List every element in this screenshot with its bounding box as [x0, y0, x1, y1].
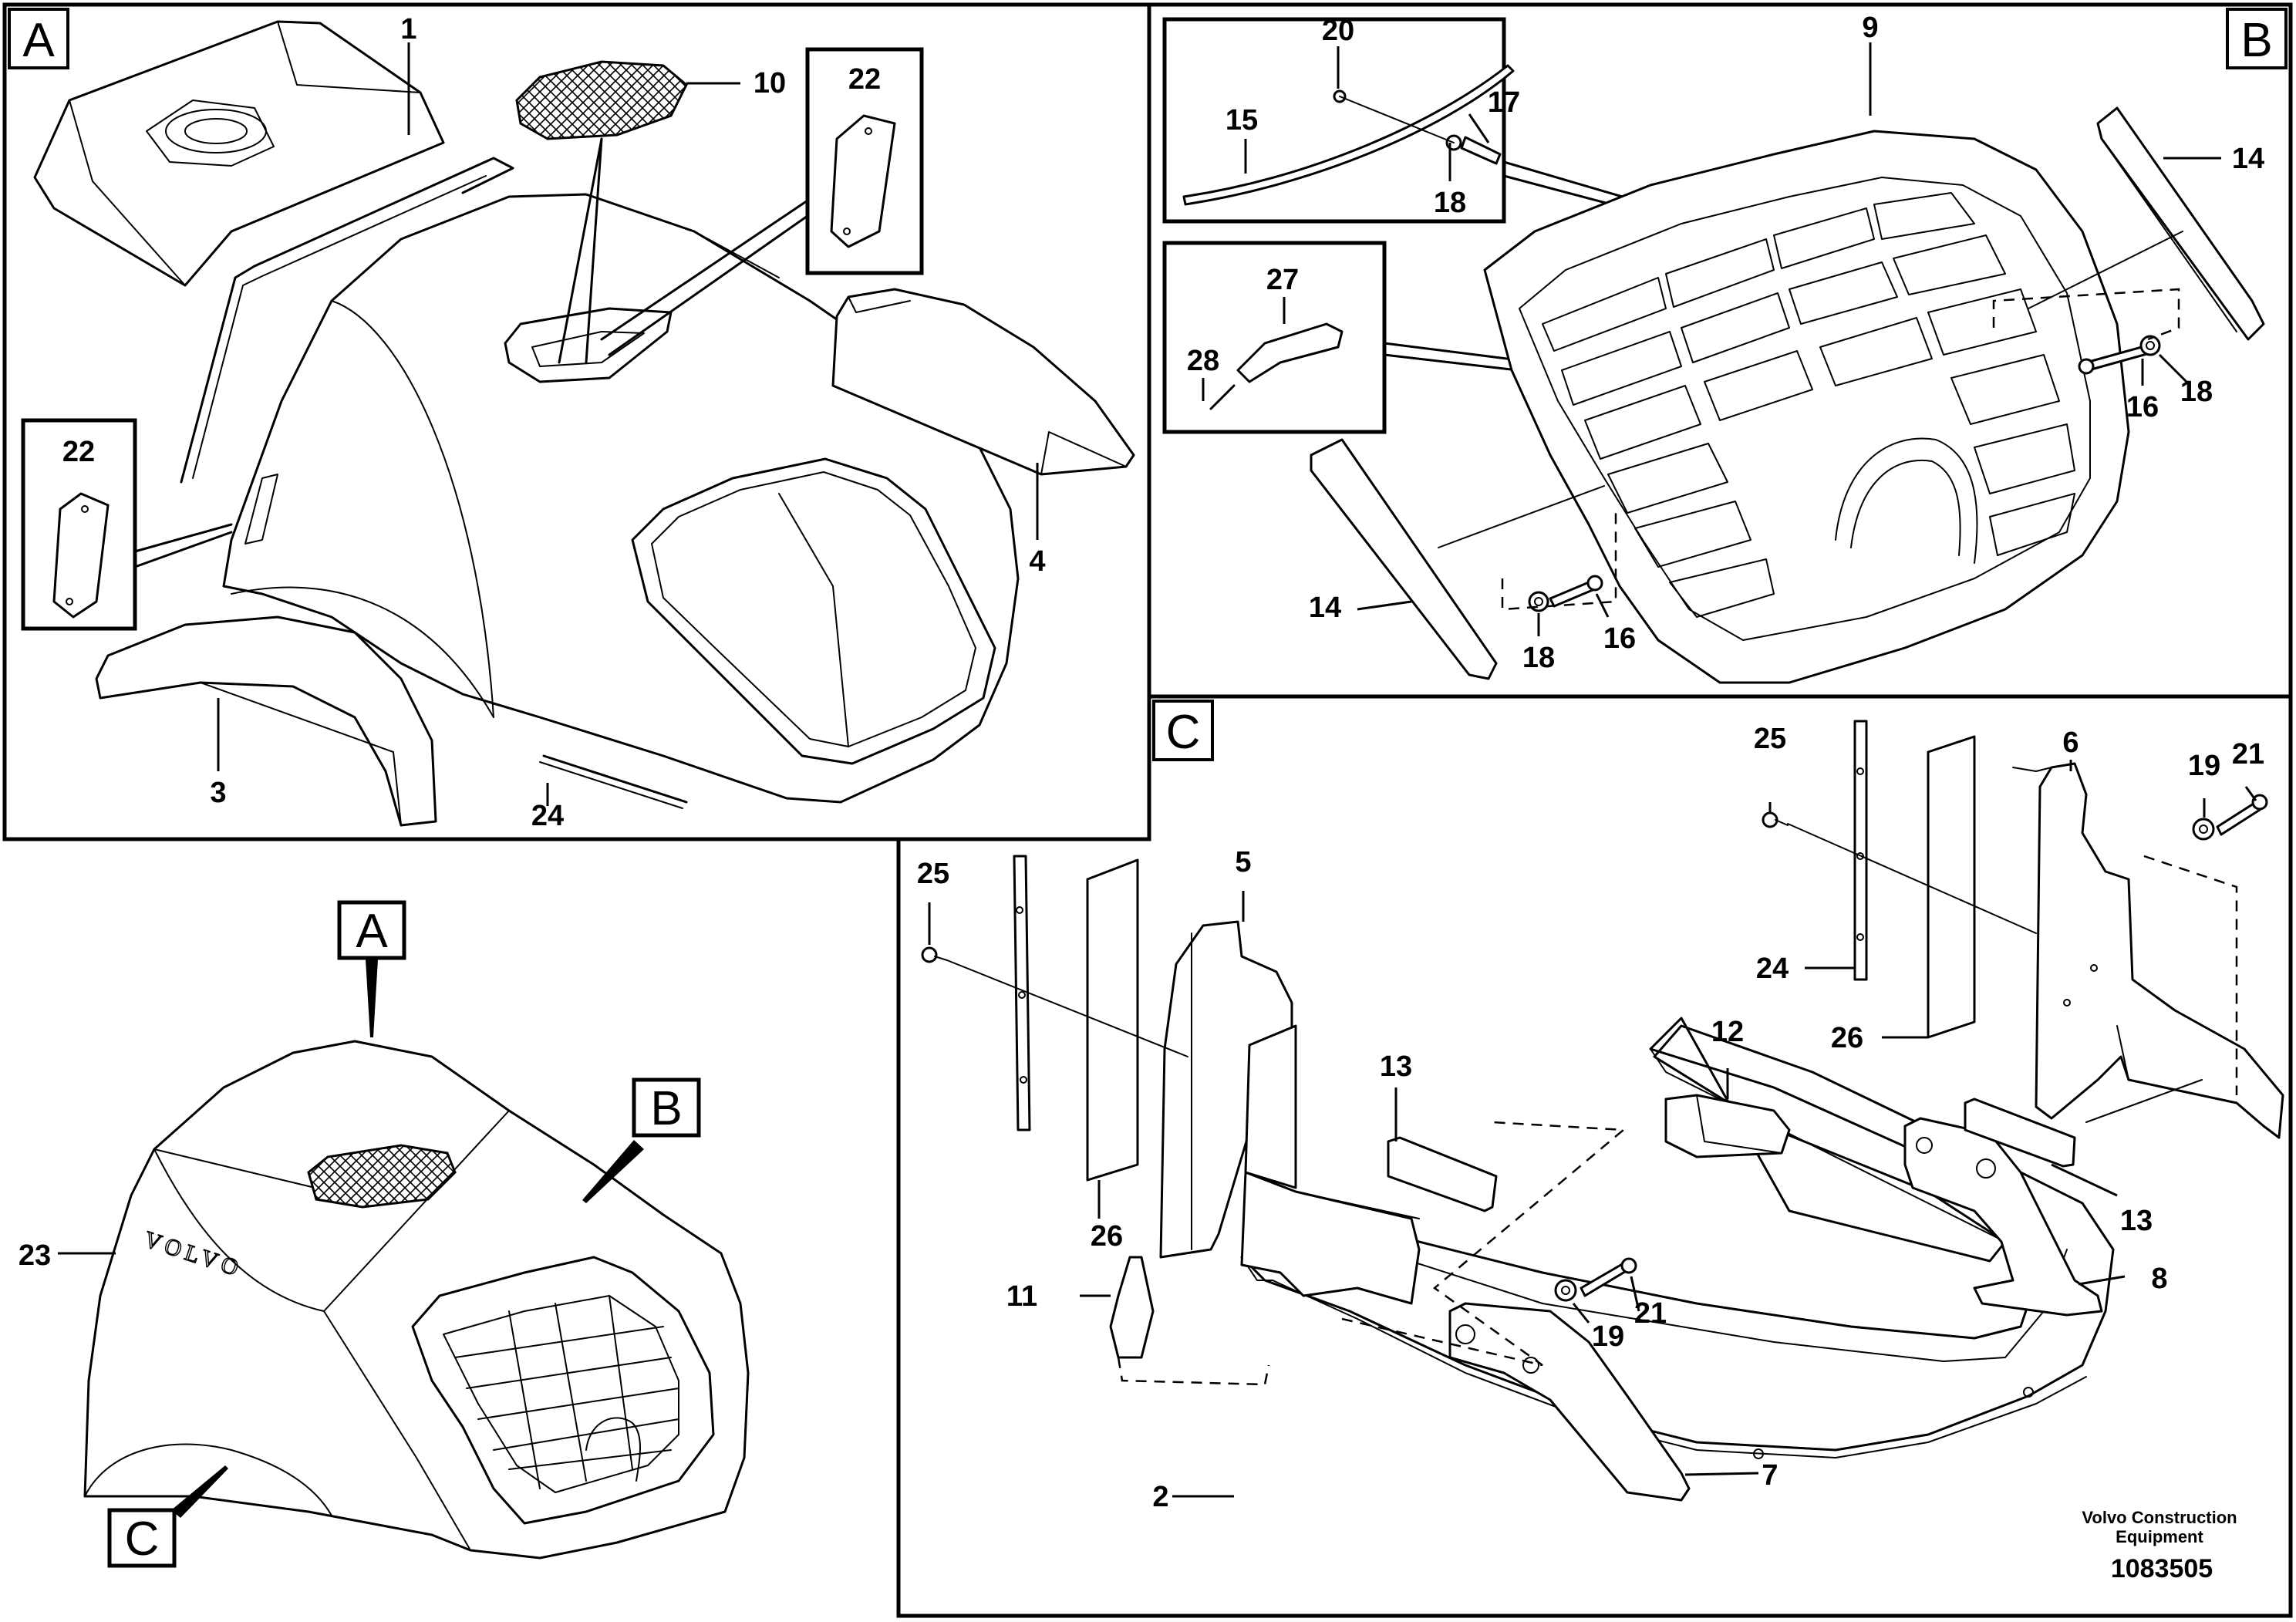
inset-handle — [1162, 241, 1387, 434]
part-left-fender — [95, 615, 437, 827]
label-b-18-bottom: 18 — [1522, 642, 1555, 674]
inset-plate-left — [21, 418, 137, 631]
inset-strip-hardware — [1162, 17, 1515, 224]
part-hood-shell — [222, 193, 1020, 804]
label-c-12: 12 — [1711, 1016, 1744, 1048]
label-b-14-right: 14 — [2232, 143, 2264, 175]
label-a-4: 4 — [1029, 545, 1045, 578]
part-bracket-12 — [1664, 1094, 1791, 1158]
label-b-20: 20 — [1322, 15, 1354, 47]
label-b-27: 27 — [1266, 264, 1299, 296]
company-line-2: Equipment — [2116, 1527, 2203, 1546]
label-c-7: 7 — [1762, 1459, 1778, 1492]
part-front-grille — [1483, 130, 2130, 684]
part-edge-strip-a — [542, 754, 688, 804]
overview-callout-a: A — [337, 900, 406, 1037]
label-b-18-right: 18 — [2180, 376, 2213, 408]
label-c-26-left: 26 — [1091, 1220, 1123, 1253]
section-b-letter: B — [2240, 14, 2272, 67]
section-a-badge: A — [8, 8, 69, 69]
label-c-6: 6 — [2062, 727, 2079, 759]
section-b-badge: B — [2226, 8, 2288, 69]
label-a-1: 1 — [400, 13, 416, 46]
label-b-15: 15 — [1226, 104, 1258, 137]
label-c-19-left: 19 — [1592, 1320, 1624, 1353]
label-a-3: 3 — [210, 777, 226, 809]
overview-callout-c-letter: C — [125, 1512, 160, 1566]
label-c-24: 24 — [1756, 953, 1789, 985]
label-c-11: 11 — [1006, 1280, 1037, 1313]
hardware-bottom — [1528, 575, 1603, 612]
label-b-18-top: 18 — [1434, 187, 1466, 219]
label-c-19-right: 19 — [2188, 750, 2220, 782]
section-c-badge: C — [1152, 700, 1214, 761]
part-strip-24-left — [1013, 855, 1031, 1131]
part-right-fender — [831, 288, 1135, 476]
part-plate-13-left — [1387, 1136, 1498, 1212]
section-a-letter: A — [22, 14, 55, 67]
document-number: 1083505 — [2111, 1554, 2213, 1583]
label-b-17: 17 — [1488, 86, 1520, 119]
part-plate-13-right — [1964, 1098, 2076, 1168]
label-a-22-left: 22 — [62, 436, 95, 468]
part-strip-26-left — [1086, 858, 1139, 1182]
label-c-21-right: 21 — [2232, 738, 2264, 771]
part-strip-24-right — [1853, 720, 1868, 981]
label-c-13-left: 13 — [1380, 1050, 1412, 1083]
part-vent-mesh — [515, 60, 688, 140]
hardware-screw-25-left — [921, 946, 948, 963]
label-c-2: 2 — [1152, 1481, 1168, 1513]
hardware-screw-25-right — [1762, 811, 1789, 828]
label-a-22-top: 22 — [848, 63, 881, 96]
overview-callout-b-letter: B — [650, 1082, 682, 1135]
label-c-25-right: 25 — [1754, 723, 1786, 755]
label-b-14-left: 14 — [1309, 592, 1341, 624]
part-labels: 1 10 22 22 4 3 24 9 20 15 17 18 14 27 28… — [19, 12, 2264, 1513]
overview-callout-b: B — [582, 1077, 701, 1203]
label-c-26-right: 26 — [1831, 1022, 1863, 1054]
company-line-1: Volvo Construction — [2082, 1508, 2237, 1527]
label-c-5: 5 — [1235, 846, 1251, 878]
label-c-8: 8 — [2151, 1263, 2167, 1295]
part-left-pillar — [1159, 920, 1293, 1259]
label-a-10: 10 — [754, 67, 786, 99]
part-roof-cover — [33, 20, 445, 287]
part-wedge-11 — [1109, 1256, 1155, 1359]
overview-callout-a-letter: A — [356, 905, 388, 958]
hardware-c-left — [1554, 1257, 1637, 1302]
label-b-28: 28 — [1187, 345, 1219, 377]
part-right-pillar — [2012, 762, 2284, 1139]
footer-credit: Volvo Construction Equipment 1083505 — [2082, 1508, 2237, 1583]
overview-callout-c: C — [107, 1465, 228, 1568]
part-seal-strip — [180, 157, 514, 484]
label-b-16-right: 16 — [2126, 391, 2159, 423]
inset-plate-top — [805, 47, 924, 275]
part-strip-26-right — [1927, 735, 1976, 1039]
label-a-24: 24 — [531, 800, 564, 832]
label-overview-23: 23 — [19, 1239, 51, 1272]
hardware-right — [2078, 335, 2161, 375]
section-c-letter: C — [1166, 706, 1201, 759]
overview-machine-hood: VOLVO — [83, 1040, 750, 1560]
label-c-21-left: 21 — [1634, 1297, 1667, 1330]
panel-c-frame — [896, 694, 2293, 1618]
hardware-c-right — [2192, 794, 2268, 841]
label-b-9: 9 — [1862, 12, 1878, 44]
label-b-16-bottom: 16 — [1603, 622, 1636, 655]
label-c-13-right: 13 — [2120, 1205, 2153, 1237]
part-bracket-7 — [1448, 1302, 1691, 1502]
part-pillar-bracket — [1240, 1024, 1421, 1305]
part-trim-strip-left — [1310, 438, 1498, 680]
part-bracket-8 — [1903, 1117, 2103, 1317]
label-c-25-left: 25 — [917, 858, 949, 890]
